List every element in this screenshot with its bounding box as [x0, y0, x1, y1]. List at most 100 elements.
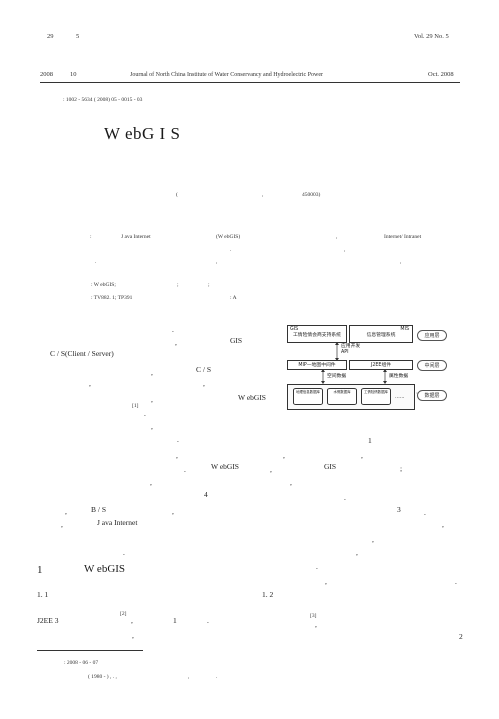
body-dot-5: . [344, 493, 346, 502]
tail-comma-2: , [132, 631, 134, 640]
mip-middleware-box: MIP—地图中间件 [287, 360, 347, 370]
body-dot-3: . [177, 435, 179, 444]
header-rule [40, 82, 460, 83]
body-comma-11: , [150, 478, 152, 487]
abstract-webgis: (W ebGIS) [216, 234, 241, 240]
body-number-3: 3 [397, 505, 401, 514]
header-journal: Journal of North China Institute of Wate… [130, 72, 324, 78]
body-comma-2: , [151, 368, 153, 377]
attribute-data-label: 属性数据 [389, 374, 409, 379]
body-comma-7: , [176, 451, 178, 460]
body-webgis-2: W ebGIS [211, 462, 239, 471]
document-code: : A [230, 295, 237, 301]
body-dot-1: . [172, 325, 174, 334]
footnote-author: ( 1980 - ) , . , [88, 674, 117, 680]
geo-database-cylinder: 地理信息数据库 [293, 388, 323, 405]
application-layer-label: 应用层 [417, 330, 447, 341]
section-right-dot: . [316, 562, 318, 571]
keywords-sep-1: ; [177, 282, 179, 288]
footnote-received: : 2008 - 06 - 07 [64, 660, 99, 666]
abstract-r2-b: , [344, 247, 346, 253]
body-comma-5: , [151, 395, 153, 404]
j2ee-component-box: J2EE组件 [349, 360, 413, 370]
header-issue: 5 [76, 33, 80, 40]
body-cs: C / S [196, 365, 212, 374]
water-database-cylinder: 水情数据库 [327, 388, 357, 405]
abstract-r2-a: . [230, 247, 232, 253]
affiliation-comma: , [262, 192, 264, 198]
gis-system-text: 工情险情会商支持系统 [293, 332, 341, 338]
section-right-comma: , [325, 577, 327, 586]
body-comma-17: , [372, 535, 374, 544]
gis-label: GIS [290, 327, 299, 332]
header-volume-en: Vol. 29 No. 5 [414, 33, 449, 40]
mis-system-text: 信息管理系统 [366, 332, 396, 338]
section-1-number: 1 [37, 564, 43, 576]
middle-layer-label: 中间层 [417, 360, 447, 371]
abstract-r3-c: , [400, 259, 402, 265]
body-comma-14: , [172, 507, 174, 516]
body-comma-3: , [89, 379, 91, 388]
body-dot-2: . [144, 409, 146, 418]
tail-number-2: 2 [459, 632, 463, 641]
data-layer-label: 数据层 [417, 390, 447, 401]
tail-j2ee: J2EE 3 [37, 616, 59, 625]
abstract-comma: , [336, 234, 338, 240]
affiliation-open: ( [176, 192, 178, 198]
abstract-java-internet: J ava Internet [121, 234, 151, 240]
abstract-r3-a: . [95, 259, 97, 265]
abstract-label: : [90, 234, 92, 240]
section-1-title: W ebGIS [84, 563, 126, 575]
body-comma-1: , [175, 338, 177, 347]
more-databases: …… [395, 395, 405, 400]
body-dot-6: . [424, 508, 426, 517]
body-dot-4: . [184, 465, 186, 474]
figure-architecture: GIS 工情险情会商支持系统 MIS 信息管理系统 应用层 应用开发API MI… [285, 323, 451, 433]
engineering-database-cylinder: 工情险情数据库 [361, 388, 391, 405]
body-comma-8: , [283, 451, 285, 460]
spatial-data-label: 空间数据 [327, 374, 347, 379]
body-cs-client-server: C / S(Client / Server) [50, 349, 114, 358]
ref-1: [1] [132, 403, 139, 409]
body-dot-7: . [123, 548, 125, 557]
diagram-connectors [287, 342, 425, 394]
figure-caption: 1 [368, 436, 372, 445]
article-number: : 1002 - 5634 ( 2008) 05 - 0015 - 03 [63, 97, 143, 103]
subsection-1-2: 1. 2 [262, 590, 274, 599]
footnote-author-c: . [216, 674, 218, 680]
header-month: 10 [70, 71, 77, 78]
mis-system-box: MIS 信息管理系统 [349, 325, 413, 343]
tail-fig1: 1 [173, 616, 177, 625]
tail-ref3-comma: , [315, 620, 317, 629]
body-java-internet: J ava Internet [97, 518, 138, 527]
body-number-4: 4 [204, 490, 208, 499]
body-comma-16: , [442, 520, 444, 529]
keywords-sep-2: ; [208, 282, 210, 288]
ref-2: [2] [120, 611, 127, 617]
mis-label: MIS [400, 327, 409, 332]
body-comma-18: , [356, 548, 358, 557]
body-gis: GIS [230, 336, 243, 345]
header-volume: 29 [47, 33, 54, 40]
subsection-1-1: 1. 1 [37, 590, 49, 599]
body-comma-6: , [151, 422, 153, 431]
footnote-rule [37, 650, 143, 651]
gis-system-box: GIS 工情险情会商支持系统 [287, 325, 347, 343]
abstract-r3-b: , [216, 259, 218, 265]
keywords: : W ebGIS; [91, 282, 116, 288]
article-title: W ebG I S [104, 124, 181, 143]
tail-comma: , [131, 616, 133, 625]
header-date-en: Oct. 2008 [428, 71, 454, 78]
affiliation-postcode: 450003) [302, 192, 321, 198]
clc-number: : TV882. 1; TP391 [91, 295, 133, 301]
ref-3: [3] [310, 613, 317, 619]
body-bs: B / S [91, 505, 107, 514]
body-comma-9: , [361, 451, 363, 460]
api-label: 应用开发API [341, 344, 361, 355]
body-comma-13: , [65, 507, 67, 516]
section-right-dot-2: . [455, 577, 457, 586]
body-comma-10: , [270, 465, 272, 474]
body-comma-4: , [203, 379, 205, 388]
header-year: 2008 [40, 71, 53, 78]
body-comma-12: , [290, 478, 292, 487]
